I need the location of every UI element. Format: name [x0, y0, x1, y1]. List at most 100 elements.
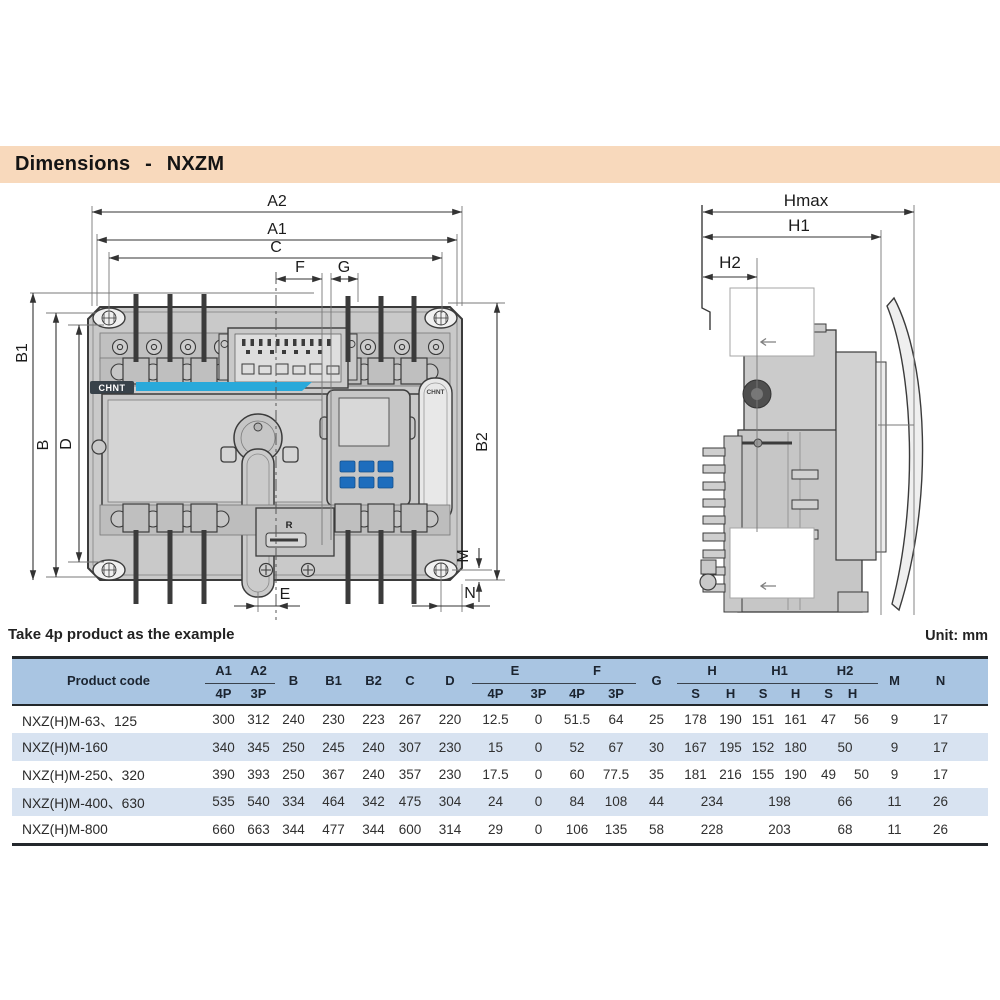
- dimension-value-cell: 9: [890, 712, 899, 728]
- dimension-value-cell: 390: [212, 766, 235, 782]
- dimension-value-cell: 26: [933, 794, 949, 810]
- dim-label-f: F: [295, 259, 305, 276]
- dim-label-m: M: [455, 549, 472, 562]
- dimension-value-cell: 35: [649, 766, 665, 782]
- dimension-value-cell: 307: [398, 739, 422, 755]
- front-dimensions: A2 A1 C F G B1 B D B2 M E N: [14, 193, 505, 612]
- dimension-value-cell: 17: [933, 766, 949, 782]
- dimension-value-cell: 9: [890, 766, 899, 782]
- dimension-value-cell: 26: [933, 821, 949, 837]
- dimension-value-cell: 151: [751, 712, 775, 728]
- dimension-value-cell: 342: [362, 794, 385, 810]
- dimension-value-cell: 240: [362, 766, 385, 782]
- col-e: E: [472, 657, 559, 684]
- dimension-value-cell: 161: [784, 712, 807, 728]
- col-a1: A1: [205, 657, 242, 684]
- dimension-value-cell: 535: [212, 794, 235, 810]
- col-product-code: Product code: [66, 673, 151, 689]
- dimension-value-cell: 600: [398, 821, 422, 837]
- side-dimensions: Hmax H1 H2: [702, 191, 915, 615]
- handle-logo-text: CHNT: [426, 389, 444, 396]
- subcol-h-s: S: [691, 685, 700, 701]
- dimension-value-cell: 44: [649, 794, 665, 810]
- chint-blue-stripe: [136, 382, 312, 391]
- dim-label-b1: B1: [14, 343, 31, 363]
- dimension-value-cell: 56: [854, 712, 870, 728]
- dimension-value-cell: 340: [212, 739, 235, 755]
- dimension-value-cell: 50: [854, 766, 870, 782]
- chint-logo: CHNT: [90, 381, 312, 394]
- subcol-a1-4p: 4P: [215, 685, 232, 701]
- dimension-value-cell: 68: [837, 821, 853, 837]
- dimension-value-cell: 0: [534, 739, 543, 755]
- dim-label-c: C: [270, 239, 282, 256]
- product-code-cell: NXZ(H)M-160: [22, 739, 108, 755]
- side-clip: [91, 439, 107, 455]
- dim-label-g: G: [338, 259, 350, 276]
- dim-label-hmax: Hmax: [784, 191, 829, 210]
- dimension-value-cell: 198: [768, 794, 791, 810]
- toggle-handle: CHNT: [418, 377, 453, 523]
- subcol-e-3p: 3P: [530, 685, 547, 701]
- dimension-value-cell: 663: [247, 821, 270, 837]
- dimension-value-cell: 180: [784, 739, 807, 755]
- col-m: M: [889, 673, 900, 689]
- left-arrow-icon: [759, 337, 776, 347]
- unit-label: Unit: mm: [925, 628, 988, 644]
- dimension-value-cell: 67: [608, 739, 624, 755]
- controller-buttons: [339, 460, 394, 489]
- product-code-cell: NXZ(H)M-400、630: [22, 795, 145, 811]
- dimension-value-cell: 77.5: [602, 766, 630, 782]
- dimension-value-cell: 66: [837, 794, 853, 810]
- dimension-value-cell: 190: [784, 766, 807, 782]
- dimension-value-cell: 230: [322, 712, 345, 728]
- dimension-value-cell: 50: [837, 739, 853, 755]
- dimension-value-cell: 344: [282, 821, 305, 837]
- dimension-value-cell: 220: [438, 712, 462, 728]
- dimension-value-cell: 106: [565, 821, 589, 837]
- dimension-value-cell: 152: [751, 739, 775, 755]
- controller-display: [338, 397, 390, 447]
- dimension-value-cell: 17: [933, 739, 949, 755]
- dimension-value-cell: 0: [534, 821, 543, 837]
- mounting-zone-top: [729, 287, 815, 357]
- dim-label-b2: B2: [474, 432, 491, 452]
- page-title: Dimensions - NXZM: [15, 153, 225, 175]
- dimension-value-cell: 52: [569, 739, 585, 755]
- product-code-cell: NXZ(H)M-800: [22, 821, 108, 837]
- dimension-value-cell: 240: [362, 739, 385, 755]
- dimension-value-cell: 367: [322, 766, 345, 782]
- dimension-value-cell: 15: [487, 739, 504, 755]
- dimension-value-cell: 178: [684, 712, 707, 728]
- dimension-value-cell: 0: [534, 794, 543, 810]
- subcol-h1-h: H: [790, 685, 801, 701]
- dim-label-n: N: [464, 585, 476, 602]
- dimension-value-cell: 312: [247, 712, 270, 728]
- col-h1: H1: [747, 657, 813, 684]
- dimension-value-cell: 334: [282, 794, 305, 810]
- dimension-value-cell: 344: [362, 821, 385, 837]
- dimension-value-cell: 11: [887, 821, 902, 837]
- aux-connector-block: [218, 327, 358, 389]
- subcol-h2-h: H: [847, 685, 858, 701]
- dimension-value-cell: 84: [569, 794, 585, 810]
- col-a2: A2: [242, 657, 275, 684]
- side-handle-arc: [886, 296, 924, 612]
- bottom-terminal-row: [110, 503, 439, 533]
- dimension-value-cell: 464: [322, 794, 345, 810]
- left-arrow-icon: [759, 581, 776, 591]
- dimension-value-cell: 11: [887, 794, 902, 810]
- dimension-value-cell: 300: [212, 712, 235, 728]
- dimension-value-cell: 64: [608, 712, 624, 728]
- mounting-zone-bottom: [729, 527, 815, 599]
- col-f: F: [558, 657, 637, 684]
- dimension-value-cell: 250: [282, 766, 305, 782]
- controller-unit: [319, 389, 416, 507]
- dimension-value-cell: 660: [212, 821, 235, 837]
- dimension-value-cell: 223: [362, 712, 385, 728]
- dimension-value-cell: 345: [247, 739, 270, 755]
